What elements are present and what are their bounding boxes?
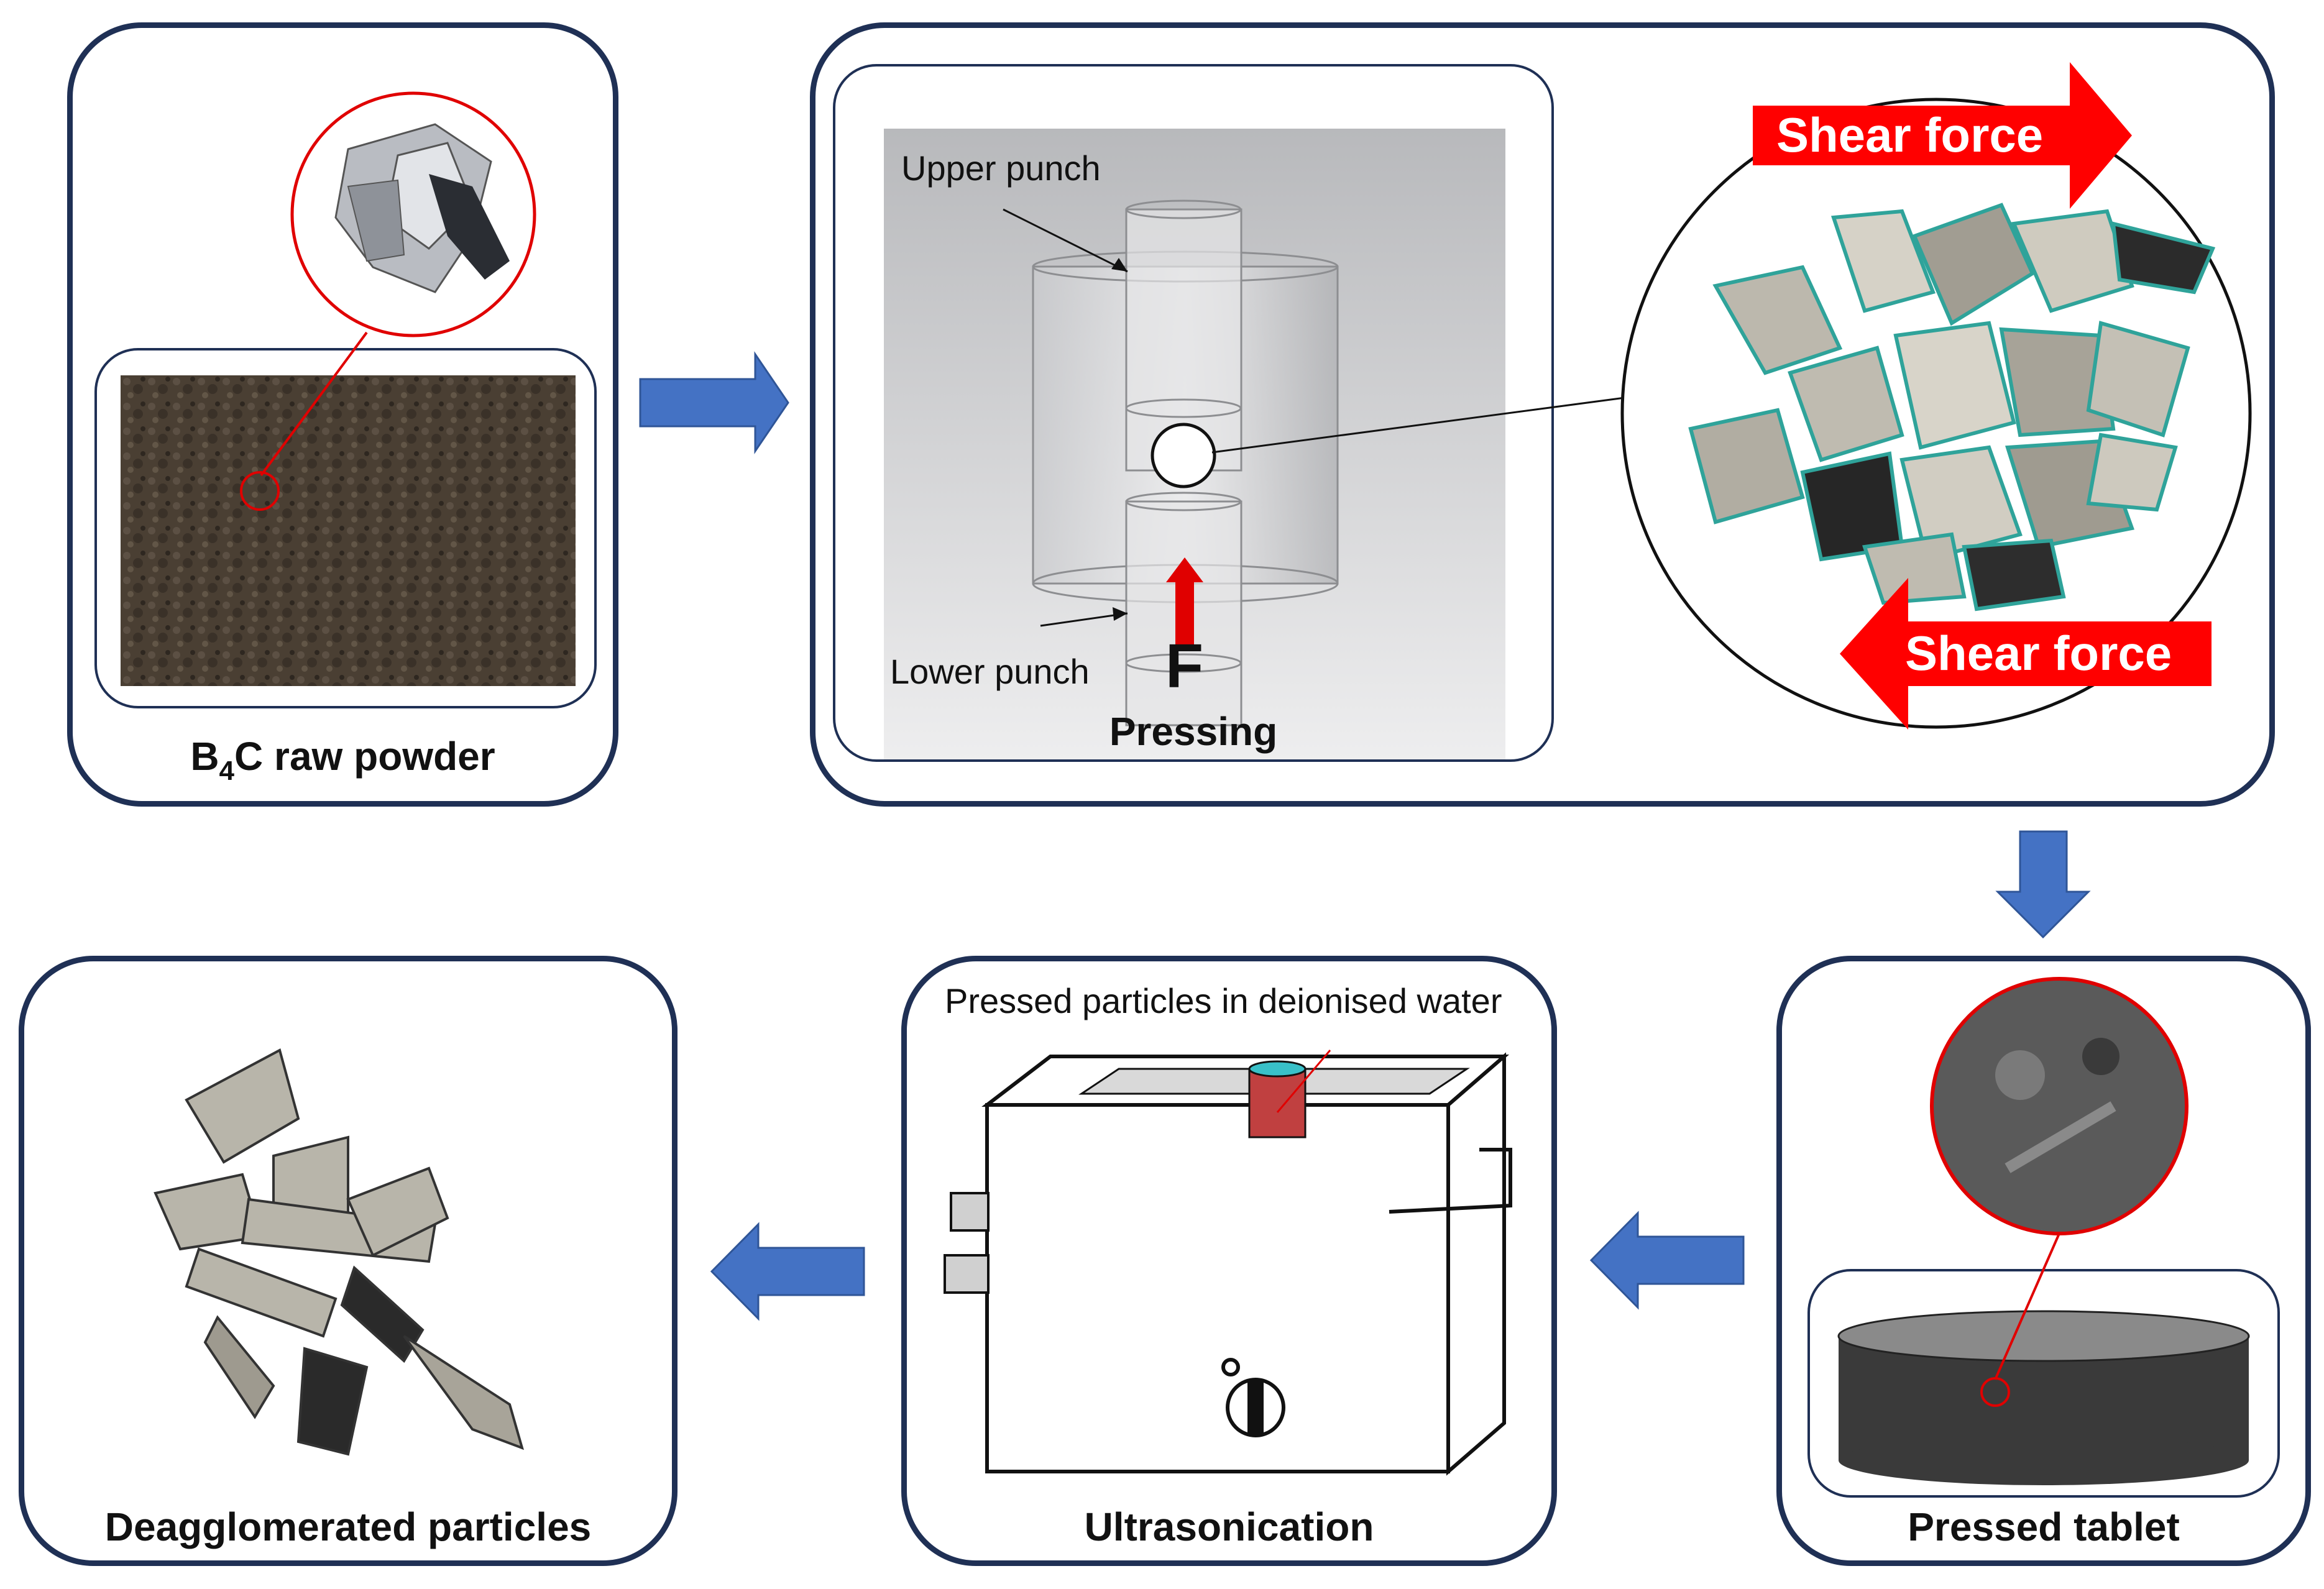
ultrasonication-label: Ultrasonication [1084, 1504, 1374, 1549]
pressing-subpanel [833, 64, 1554, 762]
flow-arrow-left-icon [1589, 1211, 1745, 1310]
lower-punch-label: Lower punch [890, 652, 1090, 691]
tablet-subpanel [1807, 1269, 2280, 1498]
panel-ultrasonication [901, 956, 1557, 1566]
die-drawing [884, 129, 1505, 759]
flow-arrow-down-icon [1995, 830, 2091, 939]
upper-punch-label: Upper punch [901, 149, 1101, 188]
shear-force-top-label: Shear force [1776, 108, 2044, 162]
deagglomerated-label: Deagglomerated particles [104, 1504, 592, 1549]
pressing-label: Pressing [1109, 709, 1278, 754]
shear-force-bottom-label: Shear force [1905, 626, 2172, 680]
panel-deagglomerated [19, 956, 677, 1566]
raw-powder-label: B4C raw powder [190, 734, 495, 786]
powder-photo-frame [94, 348, 597, 708]
bath-caption: Pressed particles in deionised water [945, 981, 1502, 1020]
flow-arrow-right-icon [639, 351, 789, 454]
force-arrow-up-icon [1166, 557, 1203, 651]
force-label: F [1165, 631, 1204, 701]
pressed-tablet-label: Pressed tablet [1908, 1504, 2180, 1549]
flow-arrow-left-2-icon [710, 1222, 865, 1321]
powder-photo [121, 375, 576, 686]
